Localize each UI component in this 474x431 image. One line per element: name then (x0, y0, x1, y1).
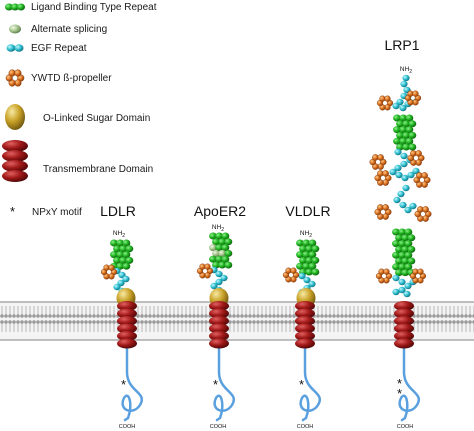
legend-tm-swatch (2, 140, 28, 182)
ldlr-transmembrane (117, 301, 137, 349)
lrp1-propeller-5 (407, 150, 425, 166)
ldlr-nh2-label: NH2 (113, 230, 125, 239)
vldlr-transmembrane (295, 301, 315, 349)
legend-olinked-label: O-Linked Sugar Domain (43, 113, 150, 124)
tails (121, 342, 420, 422)
lrp1-tail (398, 342, 420, 422)
apoer2-title: ApoER2 (194, 203, 246, 219)
lrp1-propeller-6 (413, 172, 431, 188)
vldlr-receptor (282, 239, 320, 349)
legend-egf-swatch (6, 44, 24, 52)
legend-npxy-label: NPxY motif (32, 207, 82, 218)
apoer2-cooh-label: COOH (210, 424, 227, 430)
lrp1-npxy-star-2: * (397, 386, 402, 401)
lrp1-propeller-2 (404, 90, 422, 106)
lrp1-propeller-10 (409, 268, 427, 284)
lrp1-propeller-1 (376, 95, 394, 111)
legend-egf-label: EGF Repeat (31, 43, 87, 54)
ldlr-receptor (100, 239, 137, 349)
vldlr-tail (299, 342, 321, 422)
lrp1-propeller-4 (374, 170, 392, 186)
apoer2-ligand-repeats (209, 232, 233, 269)
vldlr-ligand-repeats (296, 239, 320, 276)
lrp1-transmembrane (394, 301, 414, 349)
ldlr-tail (121, 342, 143, 422)
lrp1-nh2-label: NH2 (400, 66, 412, 75)
legend-ligand-label: Ligand Binding Type Repeat (31, 2, 157, 13)
legend: Ligand Binding Type Repeat Alternate spl… (2, 2, 157, 219)
ldlr-cooh-label: COOH (119, 424, 136, 430)
legend-splicing-label: Alternate splicing (31, 24, 107, 35)
ldlr-ywtd-propeller (100, 264, 118, 280)
ldlr-title: LDLR (100, 203, 136, 219)
lrp1-ligand-cluster-2 (392, 228, 416, 277)
legend-tm-label: Transmembrane Domain (43, 164, 153, 175)
lrp1-ligand-cluster-1 (393, 114, 417, 151)
apoer2-npxy-star: * (213, 377, 218, 392)
lrp1-propeller-3 (369, 154, 387, 170)
legend-ligand-swatch (5, 3, 25, 11)
lrp1-propeller-9 (375, 268, 393, 284)
apoer2-ywtd-propeller (196, 263, 214, 279)
lrp1-npxy-star-1: * (397, 376, 402, 391)
legend-ywtd-label: YWTD ß-propeller (31, 73, 112, 84)
vldlr-egf-repeats (298, 272, 316, 296)
apoer2-nh2-label: NH2 (212, 224, 224, 233)
vldlr-ywtd-propeller (282, 267, 300, 283)
vldlr-npxy-star: * (299, 377, 304, 392)
ldlr-npxy-star: * (121, 377, 126, 392)
ldlr-ligand-repeats (110, 239, 134, 270)
lrp1-egf-middle-2 (393, 184, 417, 214)
apoer2-transmembrane (209, 301, 229, 349)
apoer2-receptor (196, 232, 233, 349)
lrp1-egf-bottom (392, 274, 417, 298)
vldlr-title: VLDLR (285, 203, 330, 219)
legend-ywtd-swatch (5, 69, 25, 87)
lrp1-title: LRP1 (384, 37, 419, 53)
vldlr-nh2-label: NH2 (300, 230, 312, 239)
legend-npxy-symbol: * (10, 204, 15, 219)
lrp1-propeller-8 (414, 206, 432, 222)
vldlr-cooh-label: COOH (297, 424, 314, 430)
lrp1-cooh-label: COOH (397, 424, 414, 430)
lrp1-receptor (369, 74, 432, 349)
legend-splicing-swatch (9, 24, 21, 34)
apoer2-tail (213, 342, 235, 422)
legend-olinked-swatch (5, 104, 25, 130)
lrp1-propeller-7 (374, 204, 392, 220)
